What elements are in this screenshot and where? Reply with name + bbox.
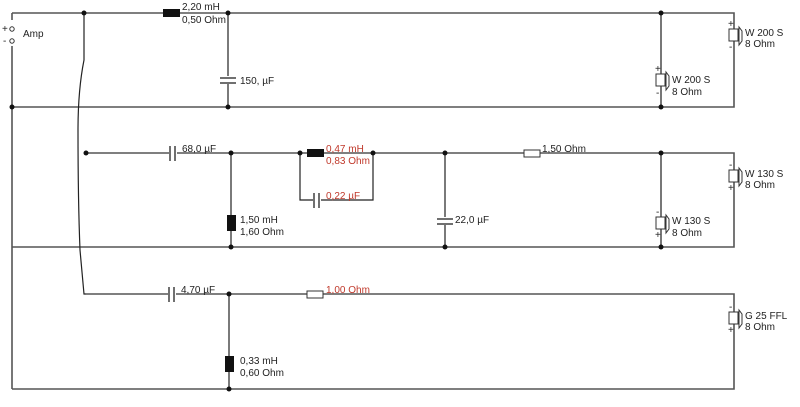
svg-text:W 200 S: W 200 S: [672, 75, 711, 86]
svg-text:0,60 Ohm: 0,60 Ohm: [240, 368, 284, 379]
svg-text:2,20 mH: 2,20 mH: [182, 2, 220, 13]
svg-text:+: +: [728, 19, 734, 30]
svg-text:4,70 µF: 4,70 µF: [181, 285, 215, 296]
svg-text:W 130 S: W 130 S: [672, 216, 711, 227]
svg-text:G 25 FFL: G 25 FFL: [745, 311, 788, 322]
svg-text:1,50 mH: 1,50 mH: [240, 215, 278, 226]
mid-speaker-2: - + W 130 S 8 Ohm: [655, 207, 711, 241]
amp-plus: +: [2, 24, 8, 35]
junction-dots: [9, 10, 664, 392]
svg-text:+: +: [655, 64, 661, 75]
svg-text:0,22 µF: 0,22 µF: [326, 191, 360, 202]
svg-text:-: -: [729, 160, 732, 171]
svg-text:0,33 mH: 0,33 mH: [240, 356, 278, 367]
svg-text:+: +: [655, 230, 661, 241]
mid-series-capacitor: 68,0 µF: [169, 144, 216, 161]
svg-text:-: -: [656, 88, 659, 99]
mid-speaker-1: - + W 130 S 8 Ohm: [728, 160, 784, 194]
tweeter-series-capacitor: 4,70 µF: [168, 285, 215, 302]
tweeter-shunt-inductor: 0,33 mH 0,60 Ohm: [225, 356, 284, 379]
wires: [11, 12, 735, 390]
svg-text:-: -: [729, 42, 732, 53]
svg-text:150, µF: 150, µF: [240, 76, 274, 87]
tweeter-speaker: - + G 25 FFL 8 Ohm: [728, 302, 788, 336]
svg-text:8 Ohm: 8 Ohm: [672, 228, 702, 239]
mid-shunt-inductor: 1,50 mH 1,60 Ohm: [227, 215, 284, 238]
svg-text:8 Ohm: 8 Ohm: [745, 180, 775, 191]
svg-text:W 130 S: W 130 S: [745, 169, 784, 180]
svg-text:1,50 Ohm: 1,50 Ohm: [542, 144, 586, 155]
svg-text:8 Ohm: 8 Ohm: [672, 87, 702, 98]
svg-text:-: -: [729, 302, 732, 313]
mid-parallel-capacitor: 0,22 µF: [313, 191, 360, 208]
svg-text:W 200 S: W 200 S: [745, 28, 784, 39]
woofer-speaker-1: + - W 200 S 8 Ohm: [728, 19, 784, 53]
svg-text:8 Ohm: 8 Ohm: [745, 322, 775, 333]
svg-text:+: +: [728, 183, 734, 194]
amp-terminals: + - Amp: [2, 20, 44, 47]
svg-text:8 Ohm: 8 Ohm: [745, 39, 775, 50]
svg-text:+: +: [728, 325, 734, 336]
woofer-inductor: 2,20 mH 0,50 Ohm: [163, 2, 226, 26]
svg-text:22,0 µF: 22,0 µF: [455, 215, 489, 226]
svg-text:0,50 Ohm: 0,50 Ohm: [182, 15, 226, 26]
woofer-speaker-2: + - W 200 S 8 Ohm: [655, 64, 711, 99]
mid-shunt-capacitor: 22,0 µF: [436, 215, 489, 226]
mid-resistor: 1,50 Ohm: [523, 144, 586, 158]
amp-label: Amp: [23, 29, 44, 40]
svg-text:1,00 Ohm: 1,00 Ohm: [326, 285, 370, 296]
woofer-capacitor: 150, µF: [219, 76, 274, 87]
svg-text:68,0 µF: 68,0 µF: [182, 144, 216, 155]
svg-text:0,83 Ohm: 0,83 Ohm: [326, 156, 370, 167]
amp-minus: -: [3, 36, 6, 47]
tweeter-resistor: 1,00 Ohm: [306, 285, 370, 299]
mid-series-inductor: 0,47 mH 0,83 Ohm: [307, 144, 370, 167]
svg-text:1,60 Ohm: 1,60 Ohm: [240, 227, 284, 238]
svg-text:0,47 mH: 0,47 mH: [326, 144, 364, 155]
svg-text:-: -: [656, 207, 659, 218]
